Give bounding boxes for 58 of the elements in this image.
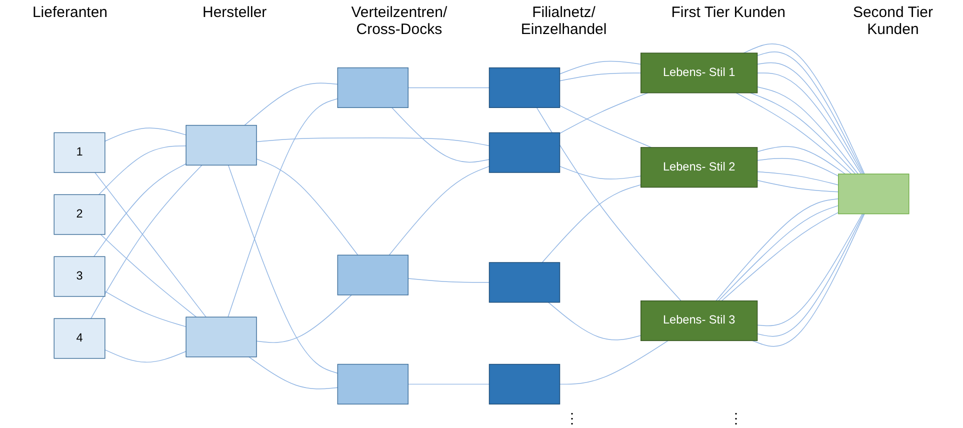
column-heading: Verteilzentren/ Cross-Docks: [350, 4, 448, 38]
connector: [536, 107, 682, 302]
connector: [559, 105, 652, 148]
connector: [559, 72, 642, 82]
connector: [559, 92, 648, 134]
node-box: [488, 364, 560, 404]
connector: [228, 164, 338, 374]
connector: [98, 146, 186, 196]
node-box: [337, 364, 408, 404]
connector: [559, 60, 642, 74]
column-heading: Filialnetz/ Einzelhandel: [520, 4, 608, 38]
node-box: [488, 67, 560, 108]
connector: [256, 137, 490, 146]
connector: [100, 234, 197, 318]
connector: [542, 184, 642, 263]
connector: [104, 290, 186, 328]
connector: [244, 82, 338, 126]
connector: [104, 349, 186, 363]
connector: [756, 158, 839, 176]
node-box: [488, 262, 560, 303]
column-heading: Lieferanten: [31, 4, 109, 23]
node-box: Lebens- Stil 2: [640, 147, 758, 188]
column-heading: Hersteller: [202, 4, 268, 23]
node-box: [337, 67, 408, 108]
node-box: 2: [54, 194, 106, 235]
connector: [408, 87, 490, 88]
column-heading: First Tier Kunden: [670, 4, 786, 23]
connector: [736, 92, 852, 174]
column-heading: Second Tier Kunden: [852, 4, 934, 38]
connector: [408, 278, 490, 283]
connector: [756, 180, 839, 192]
node-box: 1: [54, 132, 106, 173]
connector: [743, 44, 865, 174]
node-box: 3: [54, 256, 106, 297]
node-box: 4: [54, 318, 106, 359]
node-box: Lebens- Stil 3: [640, 300, 758, 342]
node-box: Lebens- Stil 1: [640, 52, 758, 94]
connector: [559, 166, 642, 180]
connector: [256, 294, 352, 343]
connector: [104, 128, 186, 142]
node-box: [186, 124, 257, 166]
node-box: [838, 174, 910, 214]
node-box: [186, 316, 257, 358]
ellipsis-mark: ⋮: [729, 410, 743, 428]
ellipsis-mark: ⋮: [565, 410, 579, 428]
connector: [391, 107, 490, 163]
connector: [228, 98, 338, 318]
connector: [756, 171, 839, 186]
connector: [256, 158, 358, 256]
connector: [388, 166, 490, 256]
connector: [94, 163, 186, 257]
node-box: [337, 254, 408, 296]
connector: [756, 146, 846, 174]
connector: [248, 356, 338, 390]
connector: [559, 340, 668, 385]
connector: [548, 302, 642, 340]
node-box: [488, 132, 560, 173]
connector: [408, 384, 490, 385]
